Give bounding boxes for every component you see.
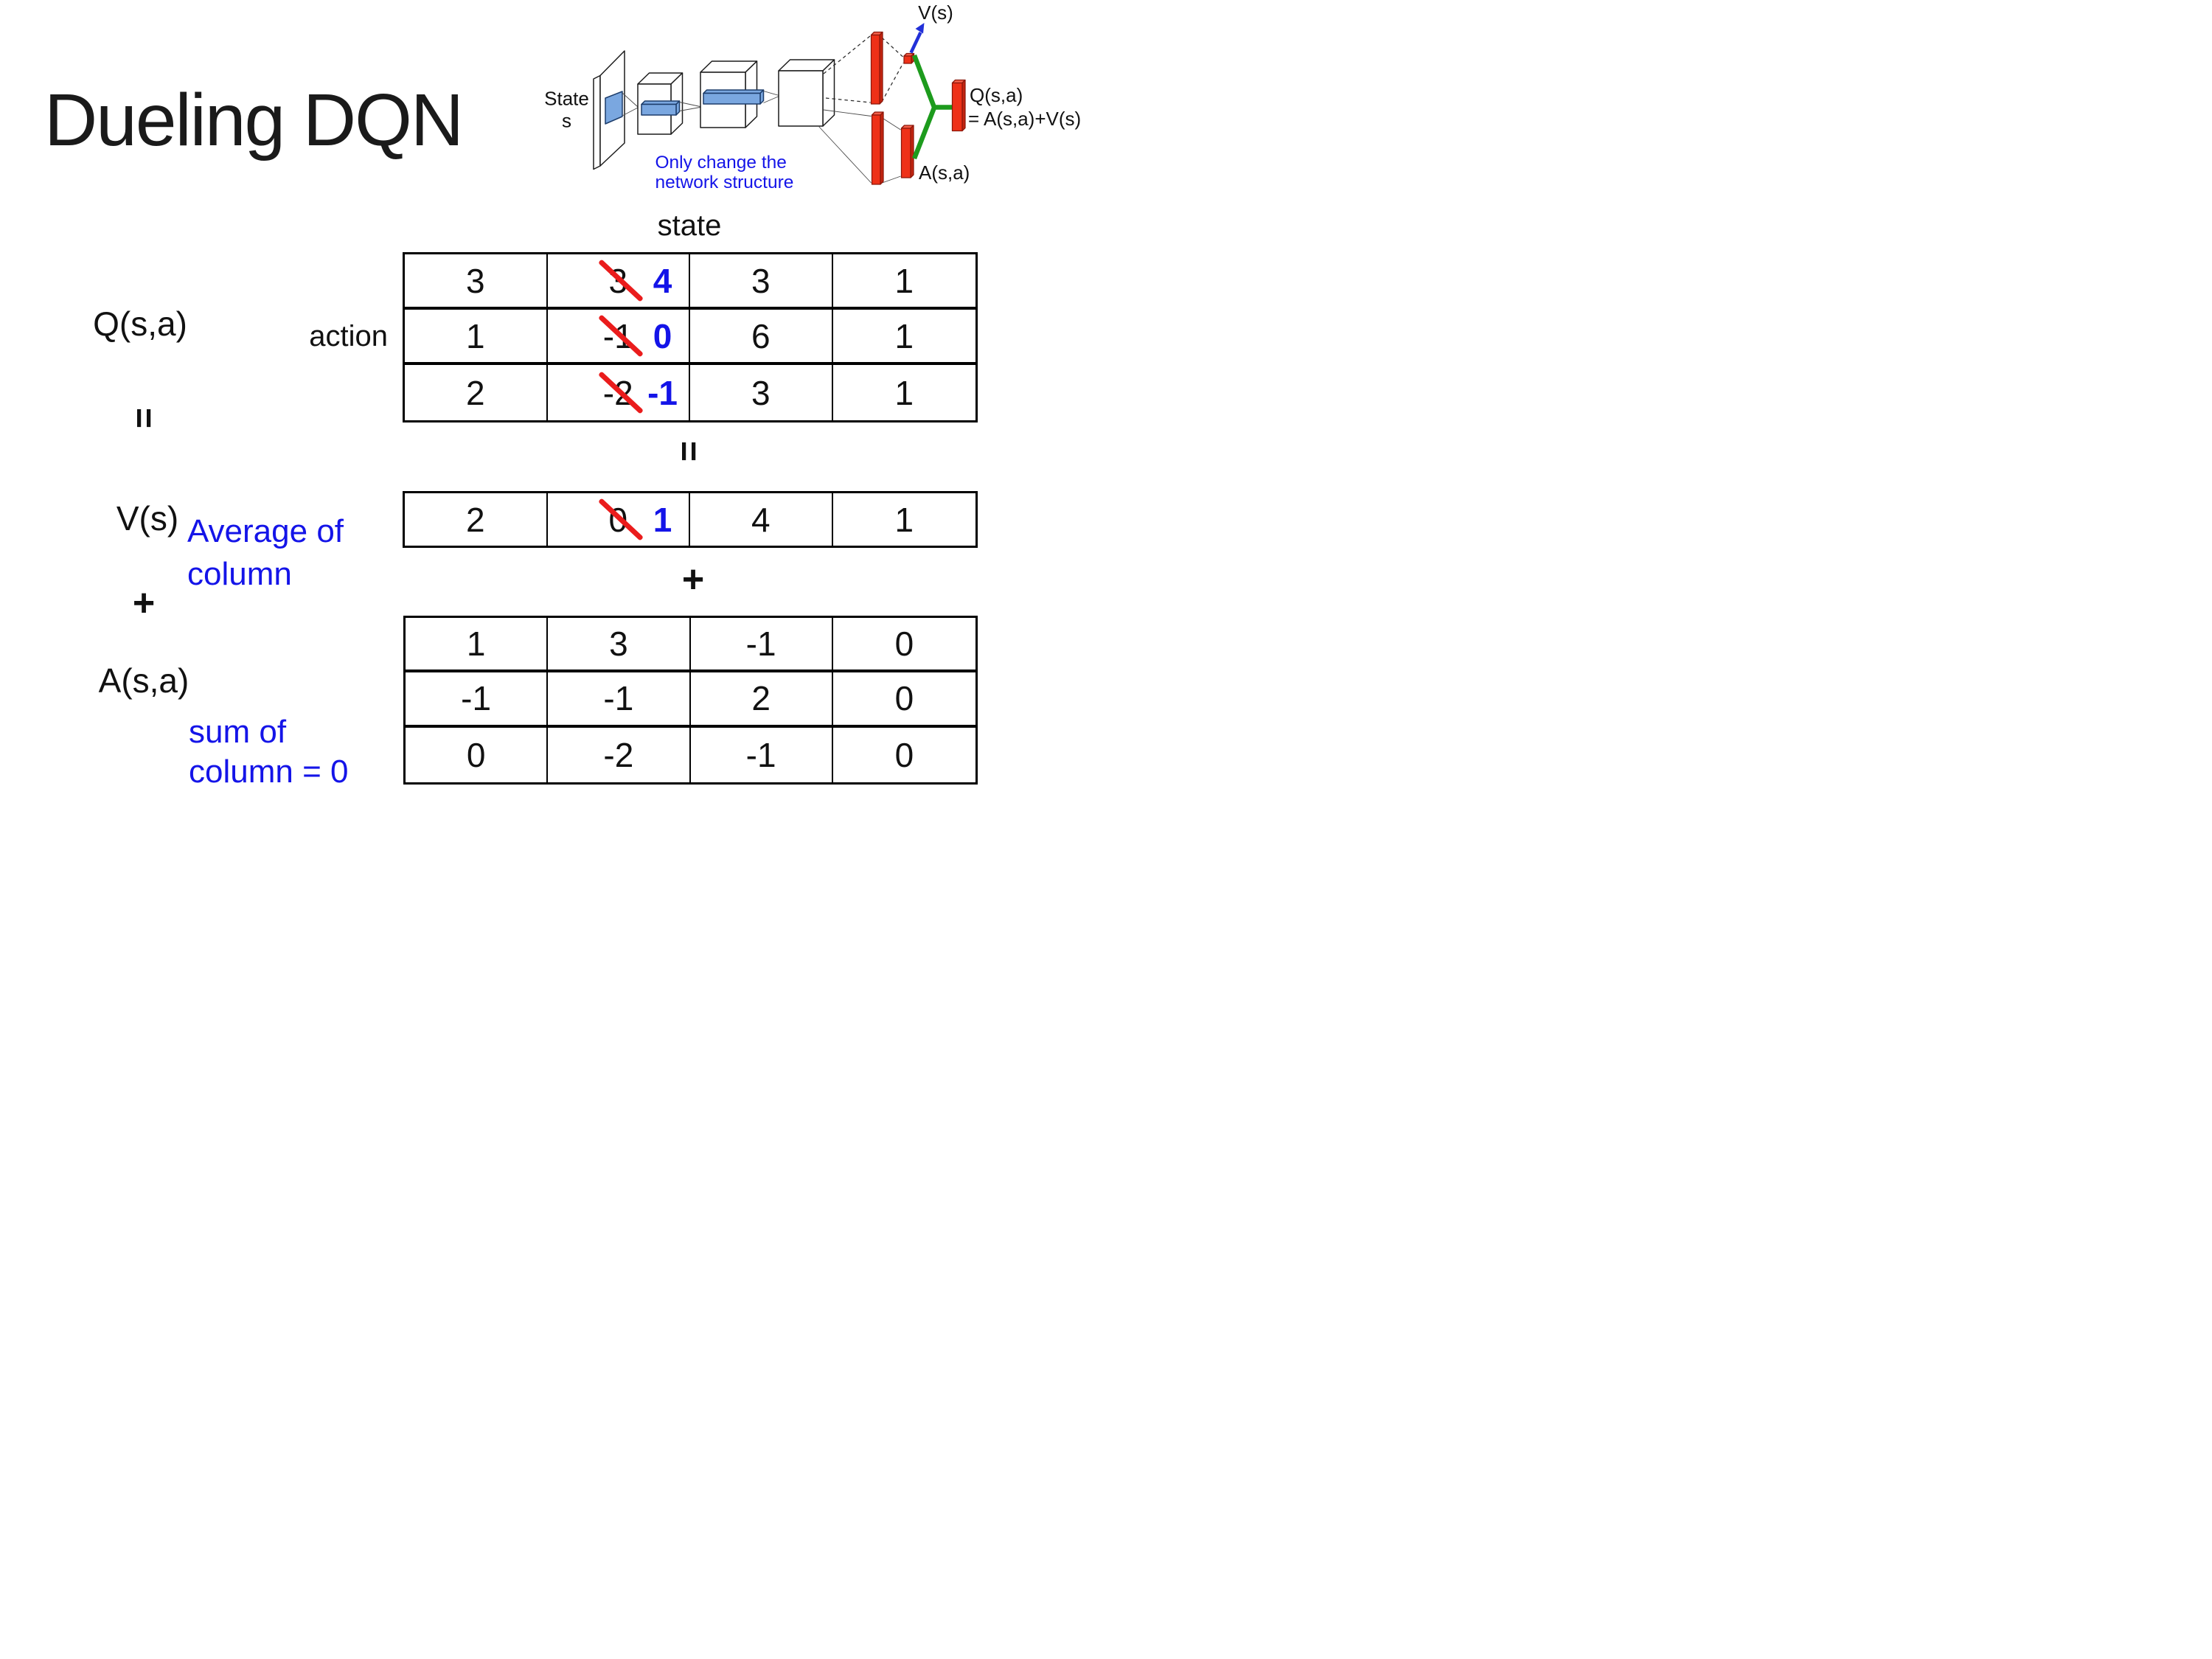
v-vector-label: V(s) [116, 499, 179, 538]
cell-value: -2 [603, 735, 634, 774]
table-cell: 1 [832, 310, 975, 365]
table-cell: -1 [406, 672, 549, 728]
cell-value: 1 [466, 625, 486, 664]
note-line: column = 0 [189, 754, 349, 790]
note-line: column [187, 556, 292, 592]
table-cell: 1 [405, 310, 548, 365]
cell-value: 1 [465, 316, 485, 355]
table-cell-corrected: 3 4 [547, 254, 690, 310]
cell-value: 2 [465, 500, 485, 539]
table-cell: 0 [832, 672, 975, 728]
plus-sign-left: + [132, 582, 156, 625]
value-output-node [903, 52, 915, 64]
table-cell: 0 [832, 618, 975, 673]
cell-value: 1 [894, 261, 914, 300]
diagram-note-line2: network structure [655, 173, 794, 192]
corrected-value: 4 [653, 261, 672, 300]
cell-value: 2 [751, 679, 771, 718]
corrected-value: 0 [653, 316, 672, 355]
table-cell: -1 [548, 672, 691, 728]
advantage-stream-bar [871, 111, 884, 185]
q-output-bar [951, 79, 966, 132]
table-cell: 4 [690, 493, 833, 546]
table-cell: 1 [832, 254, 975, 310]
value-stream-bar [870, 31, 883, 105]
corrected-value: 1 [653, 500, 672, 539]
table-cell: -2 [548, 727, 691, 782]
cell-value: -1 [461, 679, 492, 718]
input-plane [593, 50, 625, 170]
note-line: sum of [189, 714, 287, 750]
cell-value: 2 [465, 373, 485, 412]
table-cell: 0 [833, 728, 975, 782]
state-label-line2: s [562, 110, 571, 132]
cell-value: 3 [751, 373, 771, 412]
cell-value: 3 [465, 261, 485, 300]
table-cell: 6 [690, 310, 833, 365]
cell-value: -1 [745, 625, 776, 664]
table-cell-corrected: -1 0 [547, 310, 690, 365]
diagram-v-label: V(s) [918, 1, 953, 24]
table-cell: 3 [405, 254, 548, 310]
cell-value: 0 [894, 679, 914, 718]
diagram-q-label-line2: = A(s,a)+V(s) [968, 108, 1081, 130]
cell-value: 3 [609, 625, 628, 664]
state-label-line1: State [544, 88, 589, 110]
value-arrow [909, 23, 925, 54]
table-cell: 2 [405, 493, 548, 546]
table-cell: 3 [548, 618, 691, 673]
cell-value: 0 [466, 735, 486, 774]
cell-value: 1 [894, 500, 914, 539]
table-cell-corrected: 0 1 [548, 493, 690, 546]
feature-bar [703, 92, 761, 105]
note-line: Average of [187, 513, 344, 549]
diagram-a-label: A(s,a) [919, 161, 970, 184]
cell-value: 4 [751, 500, 771, 539]
diagram-note-line1: Only change the [655, 153, 787, 173]
cell-value: 0 [894, 625, 914, 664]
table-cell: 0 [406, 727, 549, 782]
conv-filter-patch [605, 91, 623, 125]
conv-layer-2 [700, 60, 765, 128]
slide-title: Dueling DQN [44, 79, 464, 161]
corrected-value: -1 [647, 373, 678, 412]
state-value-table: 2 0 1 4 1 [403, 491, 978, 548]
advantage-values-table: 1 3 -1 0 -1 -1 2 0 0 -2 -1 0 [403, 616, 978, 785]
table-cell: 2 [690, 672, 833, 728]
table-cell: -1 [690, 618, 833, 673]
equals-sign-center: = [669, 440, 709, 462]
a-matrix-label: A(s,a) [98, 661, 189, 700]
table-cell: 1 [833, 365, 976, 420]
table-cell: 1 [833, 493, 976, 546]
diagram-q-label-line1: Q(s,a) [970, 84, 1023, 106]
cell-value: 1 [894, 373, 914, 412]
table-cell-corrected: -2 -1 [548, 365, 690, 420]
state-input-label: State s [544, 88, 589, 132]
cell-value: 6 [751, 316, 771, 355]
sum-of-column-note: sum of column = 0 [189, 712, 348, 792]
cell-value: -1 [745, 735, 776, 774]
state-axis-label: state [657, 209, 722, 242]
action-axis-label: action [309, 320, 388, 352]
dense-layer-box [778, 59, 835, 127]
table-cell: -1 [691, 727, 833, 782]
cell-value: -1 [603, 679, 634, 718]
average-of-column-note: Average of column [187, 510, 344, 596]
plus-sign-center: + [681, 558, 705, 601]
table-cell: 2 [405, 365, 548, 420]
dueling-network-diagram: State s [544, 1, 1081, 192]
cell-value: 0 [894, 735, 914, 774]
feature-bar [641, 103, 677, 116]
equals-sign-left: = [124, 407, 164, 429]
cell-value: 3 [751, 261, 771, 300]
table-cell: 1 [406, 618, 549, 673]
q-values-table: 3 3 4 3 1 1 -1 0 6 1 2 -2 -1 3 1 [403, 252, 978, 422]
cell-value: 1 [894, 316, 914, 355]
conv-layer-1 [637, 72, 684, 135]
advantage-output-bar [900, 125, 914, 178]
table-cell: 3 [690, 365, 833, 420]
q-matrix-label: Q(s,a) [93, 305, 187, 343]
table-cell: 3 [690, 254, 833, 310]
aggregation-connector [911, 54, 952, 160]
